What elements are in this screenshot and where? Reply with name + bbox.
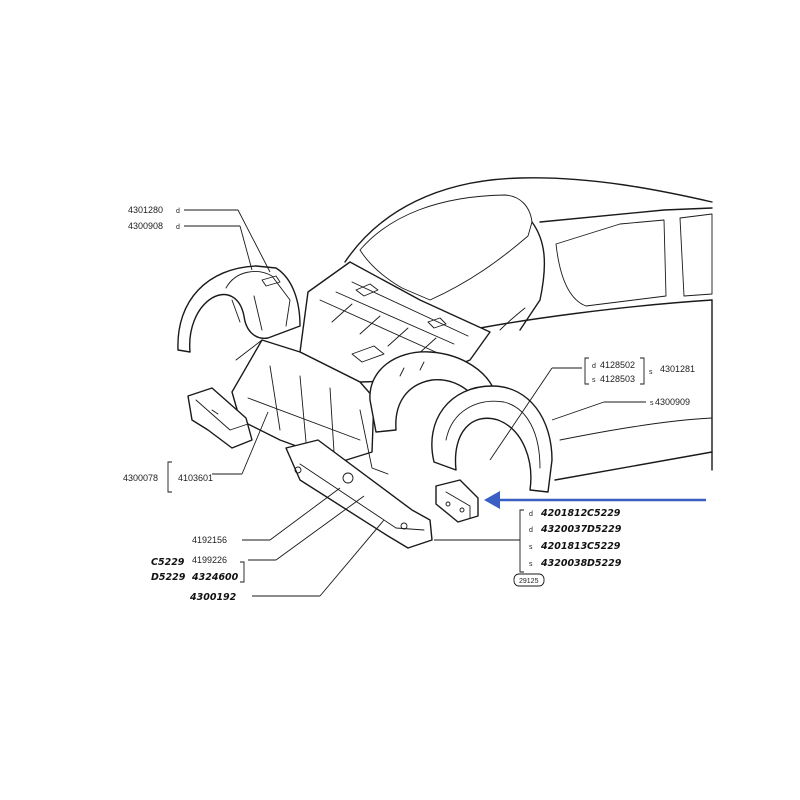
list-code-2: C5229 <box>587 541 621 552</box>
list-code-1: D5229 <box>587 524 622 535</box>
right-wheelhouse <box>369 351 553 493</box>
list-code-3: D5229 <box>587 558 622 569</box>
label-wheelhouse-tag: s <box>650 400 654 407</box>
label-side-d1: 4128502 <box>600 360 635 370</box>
label-arch-d2: 4300908 <box>128 221 163 231</box>
label-pair-top-code: C5229 <box>151 557 185 568</box>
label-arch-d1: 4301280 <box>128 205 163 215</box>
list-side-1: d <box>529 527 533 534</box>
left-rear-arch <box>177 265 301 353</box>
lower-rail <box>285 409 433 549</box>
label-bracket-group: 4300078 <box>123 473 158 483</box>
rear-back-panel <box>231 339 375 463</box>
figure-number-badge: 29125 <box>513 573 545 587</box>
list-side-2: s <box>529 544 533 551</box>
label-side-d1-tag: d <box>592 363 596 370</box>
label-mid-part: 4192156 <box>192 535 227 545</box>
label-pair-bot-code: D5229 <box>151 572 186 583</box>
label-bottom-part: 4300192 <box>189 592 237 603</box>
label-bracket-inner: 4103601 <box>178 473 213 483</box>
label-pair-bot-part: 4324600 <box>191 572 239 583</box>
jack-mount-bracket <box>435 479 479 523</box>
label-brackets <box>167 357 645 583</box>
figure-number: 29125 <box>519 578 539 585</box>
small-bracket <box>187 387 253 449</box>
label-arch-d1-side: d <box>176 208 180 215</box>
list-part-3: 4320038 <box>540 558 588 569</box>
rear-floor-pan <box>299 261 491 383</box>
list-side-0: d <box>529 511 533 518</box>
leader-lines <box>184 209 646 597</box>
label-wheelhouse: 4300909 <box>655 397 690 407</box>
list-part-0: 4201812 <box>540 508 588 519</box>
list-part-2: 4201813 <box>540 541 588 552</box>
label-side-s1-tag: s <box>592 377 596 384</box>
part-labels: 4301280 d 4300908 d 4300078 4103601 d 41… <box>123 205 695 603</box>
label-side-group: 4301281 <box>660 364 695 374</box>
list-side-3: s <box>529 561 533 568</box>
label-side-s1: 4128503 <box>600 374 635 384</box>
label-arch-d2-side: d <box>176 224 180 231</box>
label-side-group-tag: s <box>649 369 653 376</box>
list-code-0: C5229 <box>587 508 621 519</box>
list-part-1: 4320037 <box>540 524 588 535</box>
label-pair-top-part: 4199226 <box>192 555 227 565</box>
blue-indicator-arrow <box>484 491 706 509</box>
